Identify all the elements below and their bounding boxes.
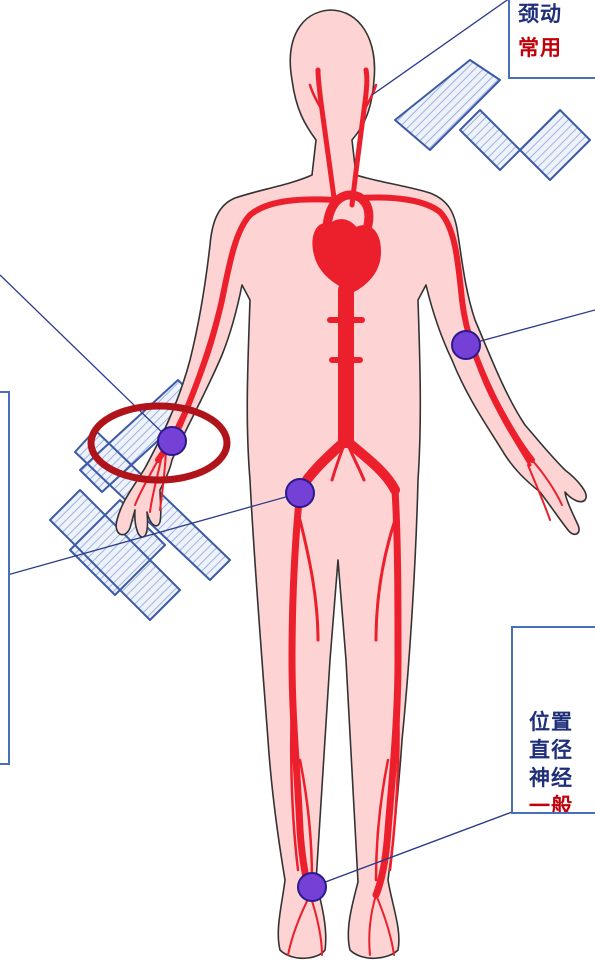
callout-carotid-line1: 颈动 — [518, 2, 562, 26]
callout-posterior-tibial: 位置 直径 神经 一般 — [511, 626, 595, 814]
callout-tibial-line2: 直径 — [529, 738, 573, 762]
callout-tibial-line4: 一般 — [529, 794, 573, 814]
callout-left-box — [0, 391, 10, 765]
leader-radial — [0, 275, 170, 440]
leader-brachial — [466, 310, 595, 345]
callout-tibial-line1: 位置 — [529, 710, 573, 734]
callout-carotid: 颈动 常用 — [508, 0, 595, 79]
pulse-point-brachial — [452, 331, 480, 359]
callout-carotid-line2: 常用 — [518, 36, 562, 60]
callout-tibial-line3: 神经 — [529, 766, 573, 790]
pulse-point-radial — [158, 427, 186, 455]
pulse-point-posterior-tibial — [298, 873, 326, 901]
pulse-point-femoral — [286, 479, 314, 507]
leader-posterior-tibial — [312, 812, 512, 887]
